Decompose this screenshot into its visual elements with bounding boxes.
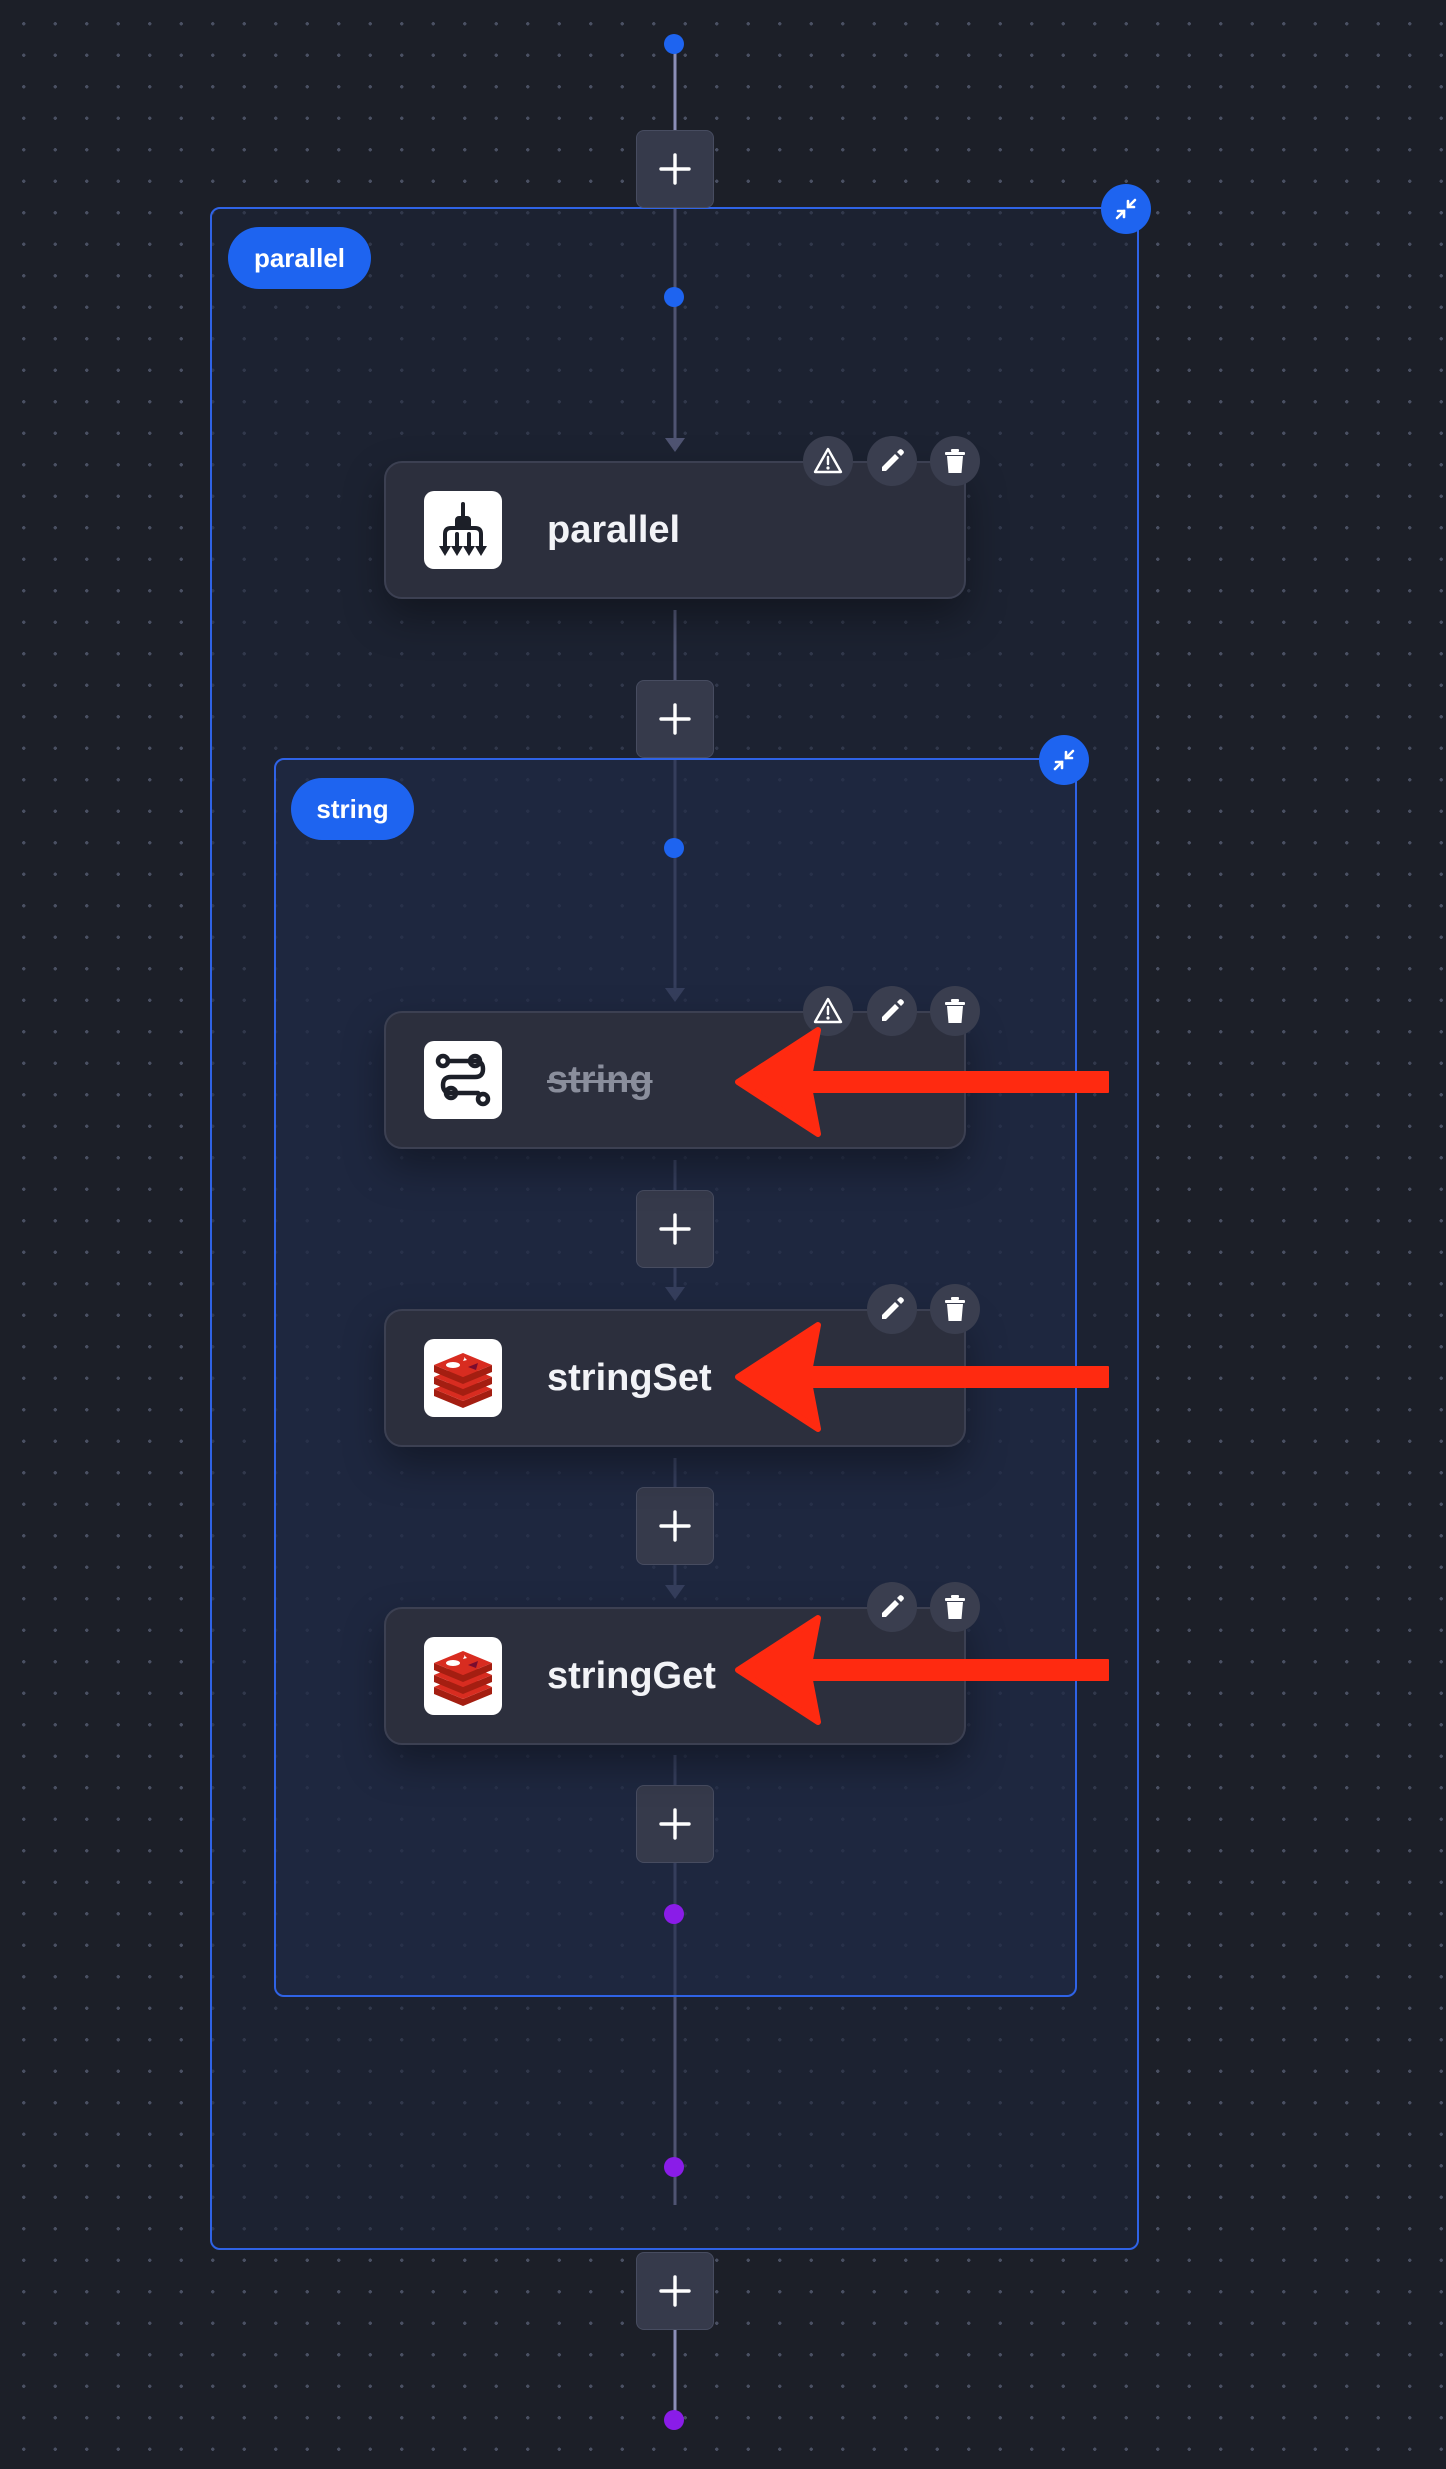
collapse-icon: [1115, 198, 1137, 220]
parallel-group-start-dot: [664, 287, 684, 307]
plus-icon: [659, 2275, 691, 2307]
edit-button[interactable]: [867, 986, 917, 1036]
string-group-end-dot: [664, 1904, 684, 1924]
plus-icon: [659, 1808, 691, 1840]
plus-icon: [659, 703, 691, 735]
annotation-arrow: [735, 1322, 1109, 1432]
task-node-label: stringSet: [547, 1357, 712, 1399]
task-node-parallel[interactable]: parallel: [384, 461, 966, 599]
plus-icon: [659, 153, 691, 185]
warning-button[interactable]: [803, 986, 853, 1036]
collapse-icon: [1053, 749, 1075, 771]
task-node-string[interactable]: string: [384, 1011, 966, 1149]
warning-icon: [813, 447, 843, 474]
redis-icon: [424, 1339, 502, 1417]
add-task-button[interactable]: [636, 130, 714, 208]
parallel-branch-icon: [424, 491, 502, 569]
warning-icon: [813, 997, 843, 1024]
flow-start-dot: [664, 34, 684, 54]
plus-icon: [659, 1510, 691, 1542]
task-node-label: string: [547, 1059, 653, 1101]
string-group-label: string: [291, 778, 414, 840]
delete-icon: [945, 999, 965, 1023]
add-task-button[interactable]: [636, 1487, 714, 1565]
collapse-parallel-group-button[interactable]: [1101, 184, 1151, 234]
parallel-group-end-dot: [664, 2157, 684, 2177]
edit-button[interactable]: [867, 436, 917, 486]
collapse-string-group-button[interactable]: [1039, 735, 1089, 785]
edit-icon: [882, 1595, 904, 1617]
flow-end-dot: [664, 2410, 684, 2430]
task-node-label: stringGet: [547, 1655, 716, 1697]
add-task-button[interactable]: [636, 1785, 714, 1863]
delete-icon: [945, 449, 965, 473]
edit-button[interactable]: [867, 1284, 917, 1334]
delete-button[interactable]: [930, 436, 980, 486]
edit-icon: [882, 449, 904, 471]
delete-button[interactable]: [930, 986, 980, 1036]
add-task-button[interactable]: [636, 680, 714, 758]
redis-icon: [424, 1637, 502, 1715]
parallel-group-label: parallel: [228, 227, 371, 289]
delete-button[interactable]: [930, 1582, 980, 1632]
plus-icon: [659, 1213, 691, 1245]
edit-icon: [882, 999, 904, 1021]
delete-button[interactable]: [930, 1284, 980, 1334]
annotation-arrow: [735, 1615, 1109, 1725]
edit-icon: [882, 1297, 904, 1319]
delete-icon: [945, 1595, 965, 1619]
string-flow-icon: [424, 1041, 502, 1119]
task-node-label: parallel: [547, 509, 681, 551]
add-task-button[interactable]: [636, 1190, 714, 1268]
string-group-start-dot: [664, 838, 684, 858]
annotation-arrow: [735, 1027, 1109, 1137]
warning-button[interactable]: [803, 436, 853, 486]
edit-button[interactable]: [867, 1582, 917, 1632]
delete-icon: [945, 1297, 965, 1321]
add-task-button[interactable]: [636, 2252, 714, 2330]
